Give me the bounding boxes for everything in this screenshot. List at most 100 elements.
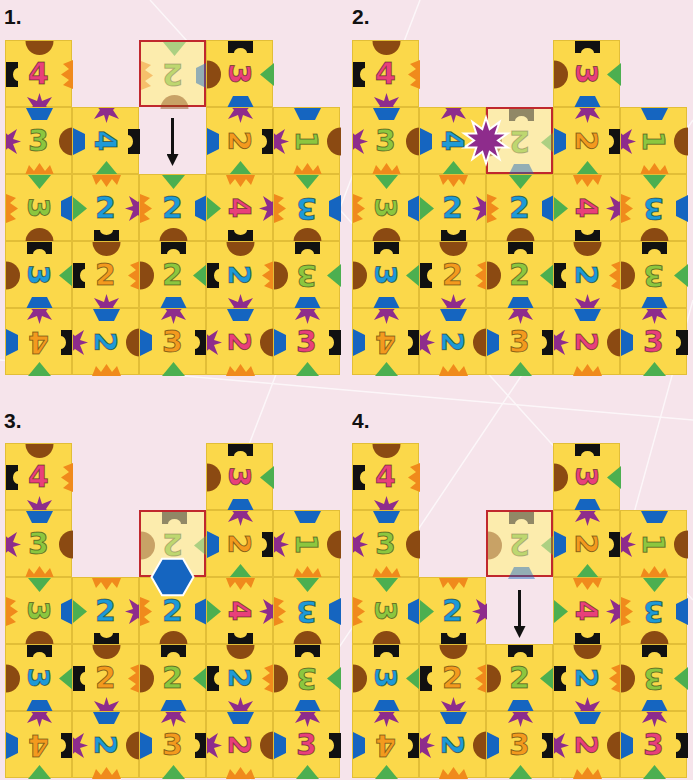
tile-number: 4 (572, 600, 602, 621)
tile-number: 3 (24, 264, 54, 285)
tile-number: 4 (225, 197, 255, 218)
number-tile: 4 (72, 107, 139, 174)
number-tile: 4 (5, 443, 72, 510)
number-tile: 2 (553, 510, 620, 577)
tile-number: 3 (371, 667, 401, 688)
number-tile: 4 (352, 443, 419, 510)
number-tile: 2 (139, 510, 206, 577)
tile-number: 4 (375, 462, 396, 492)
tile-number: 2 (572, 734, 602, 755)
number-tile: 3 (5, 174, 72, 241)
number-tile: 2 (553, 711, 620, 778)
number-tile: 3 (352, 107, 419, 174)
tile-number: 3 (375, 126, 396, 156)
number-tile: 3 (273, 308, 340, 375)
tile-number: 2 (225, 734, 255, 755)
tile-number: 2 (442, 193, 463, 223)
number-tile: 3 (273, 711, 340, 778)
number-tile: 1 (620, 510, 687, 577)
tile-number: 2 (572, 331, 602, 352)
number-tile: 3 (553, 40, 620, 107)
tile-number: 3 (643, 663, 664, 693)
number-tile: 2 (553, 308, 620, 375)
tile-number: 3 (643, 260, 664, 290)
tile-number: 3 (296, 596, 317, 626)
tile-number: 2 (95, 193, 116, 223)
number-tile: 2 (72, 241, 139, 308)
tile-number: 2 (572, 264, 602, 285)
number-tile: 2 (139, 644, 206, 711)
tile-number: 3 (24, 197, 54, 218)
tile-number: 2 (95, 663, 116, 693)
tile-number: 2 (509, 260, 530, 290)
number-tile: 2 (486, 174, 553, 241)
number-tile: 2 (486, 241, 553, 308)
number-tile: 3 (486, 711, 553, 778)
number-tile: 1 (273, 510, 340, 577)
tile-number: 3 (572, 63, 602, 84)
number-tile: 2 (72, 577, 139, 644)
tile-number: 3 (375, 529, 396, 559)
tile-number: 2 (442, 663, 463, 693)
number-tile: 2 (72, 308, 139, 375)
number-tile: 3 (5, 510, 72, 577)
number-tile: 3 (486, 308, 553, 375)
tile-number: 3 (572, 466, 602, 487)
tile-number: 3 (24, 667, 54, 688)
number-tile: 4 (352, 711, 419, 778)
number-tile: 3 (139, 711, 206, 778)
number-tile: 2 (419, 644, 486, 711)
number-tile: 4 (5, 711, 72, 778)
hexagon-match (152, 559, 194, 595)
tile-number: 3 (509, 327, 530, 357)
number-tile: 3 (5, 107, 72, 174)
tile-number: 2 (91, 734, 121, 755)
tile-number: 4 (375, 59, 396, 89)
number-tile: 2 (206, 644, 273, 711)
panel-number: 3. (4, 410, 22, 431)
tile-number: 4 (28, 462, 49, 492)
number-tile: 3 (5, 644, 72, 711)
panel-number: 2. (352, 6, 370, 27)
tile-number: 3 (643, 327, 664, 357)
number-tile: 2 (553, 241, 620, 308)
tile-number: 3 (643, 730, 664, 760)
tile-number: 3 (371, 600, 401, 621)
tile-number: 3 (225, 466, 255, 487)
number-tile: 4 (352, 40, 419, 107)
tile-number: 1 (292, 533, 322, 554)
number-tile: 4 (206, 577, 273, 644)
tile-number: 3 (643, 596, 664, 626)
number-tile: 4 (5, 308, 72, 375)
tile-number: 3 (162, 327, 183, 357)
tile-number: 4 (28, 59, 49, 89)
number-tile: 2 (206, 241, 273, 308)
number-tile: 4 (206, 174, 273, 241)
tile-number: 1 (639, 130, 669, 151)
number-tile: 2 (139, 174, 206, 241)
tile-number: 2 (509, 529, 530, 559)
tile-number: 2 (572, 667, 602, 688)
tile-number: 3 (296, 260, 317, 290)
number-tile: 2 (486, 510, 553, 577)
tile-number: 4 (225, 600, 255, 621)
tile-number: 2 (162, 260, 183, 290)
number-tile: 3 (352, 644, 419, 711)
number-tile: 2 (139, 577, 206, 644)
number-tile: 4 (419, 107, 486, 174)
tile-number: 2 (509, 663, 530, 693)
number-tile: 2 (486, 107, 553, 174)
star-match (464, 118, 508, 164)
number-tile: 4 (553, 577, 620, 644)
number-tile: 2 (419, 711, 486, 778)
number-tile: 3 (206, 40, 273, 107)
number-tile: 3 (273, 644, 340, 711)
tile-number: 3 (225, 63, 255, 84)
number-tile: 3 (352, 577, 419, 644)
tile-number: 3 (24, 600, 54, 621)
number-tile: 2 (206, 107, 273, 174)
number-tile: 3 (352, 241, 419, 308)
tile-number: 2 (162, 529, 183, 559)
tile-number: 3 (162, 730, 183, 760)
number-tile: 2 (553, 107, 620, 174)
